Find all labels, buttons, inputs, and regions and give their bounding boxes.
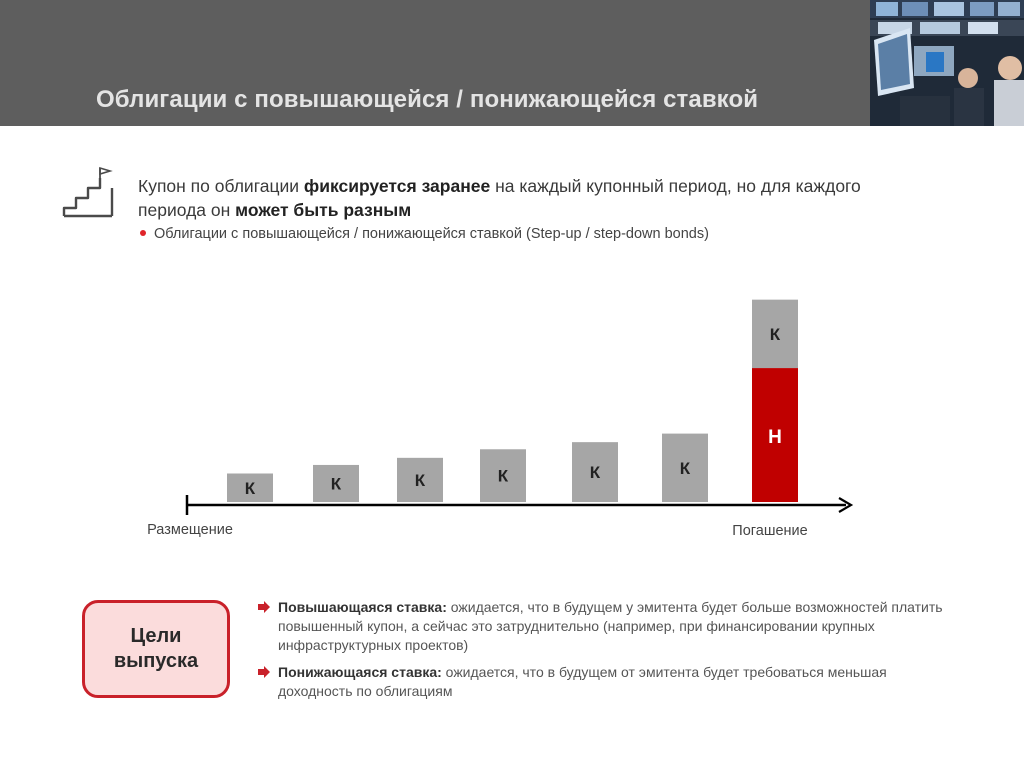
coupon-bar [227, 473, 273, 502]
arrow-right-icon [258, 666, 270, 678]
goal-item-step-down: Понижающаяся ставка: ожидается, что в бу… [258, 663, 948, 701]
coupon-chart: К К К К К К Н К Размещение Погашение [147, 299, 854, 539]
stairs-flag-icon [62, 166, 114, 218]
goal-text-step-down: ожидается, что в будущем от эмитента буд… [278, 664, 887, 699]
sub-bullet: Облигации с повышающейся / понижающейся … [140, 226, 709, 242]
arrow-right-icon [258, 601, 270, 613]
axis-start-label: Размещение [147, 522, 233, 538]
intro-text: Купон по облигации фиксируется заранее н… [138, 174, 918, 222]
goals-list: Повышающаяся ставка: ожидается, что в бу… [258, 598, 948, 709]
intro-part1: Купон по облигации [138, 176, 304, 196]
trading-floor-photo [870, 0, 1024, 126]
goal-title-step-up: Повышающаяся ставка: [278, 599, 447, 615]
coupon-bar [752, 299, 798, 369]
slide-header: Облигации с повышающейся / понижающейся … [0, 0, 1024, 126]
goal-text-step-up: ожидается, что в будущем у эмитента буде… [278, 599, 943, 653]
goal-item-step-up: Повышающаяся ставка: ожидается, что в бу… [258, 598, 948, 655]
intro-bold2: может быть разным [235, 200, 412, 220]
axis-end-label: Погашение [732, 523, 807, 539]
coupon-bar-label: К [331, 474, 342, 493]
sub-bullet-text: Облигации с повышающейся / понижающейся … [154, 226, 709, 242]
nominal-bar [752, 368, 798, 502]
coupon-bar-label: К [498, 467, 509, 486]
coupon-bar [313, 464, 359, 502]
coupon-bar-label: К [590, 463, 601, 482]
axis-arrow-icon [838, 497, 854, 513]
coupon-bar [662, 433, 708, 502]
coupon-bar [572, 442, 618, 502]
goals-box-line1: Цели [130, 625, 182, 647]
coupon-bar [397, 457, 443, 502]
goals-box-line2: выпуска [113, 650, 199, 672]
coupon-bar-label: К [245, 479, 256, 498]
goals-box: Цели выпуска [82, 600, 230, 698]
intro-bold1: фиксируется заранее [303, 176, 491, 196]
bullet-dot-icon [140, 230, 146, 236]
intro-part2: на каждый купонный период, но для каждог… [138, 176, 861, 220]
slide-title: Облигации с повышающейся / понижающейся … [96, 86, 759, 113]
goal-title-step-down: Понижающаяся ставка: [278, 664, 442, 680]
coupon-bar-label: К [770, 325, 781, 344]
nominal-bar-label: Н [768, 427, 782, 448]
coupon-bar-label: К [415, 471, 426, 490]
coupon-bar-label: К [680, 459, 691, 478]
coupon-bar [480, 449, 526, 502]
